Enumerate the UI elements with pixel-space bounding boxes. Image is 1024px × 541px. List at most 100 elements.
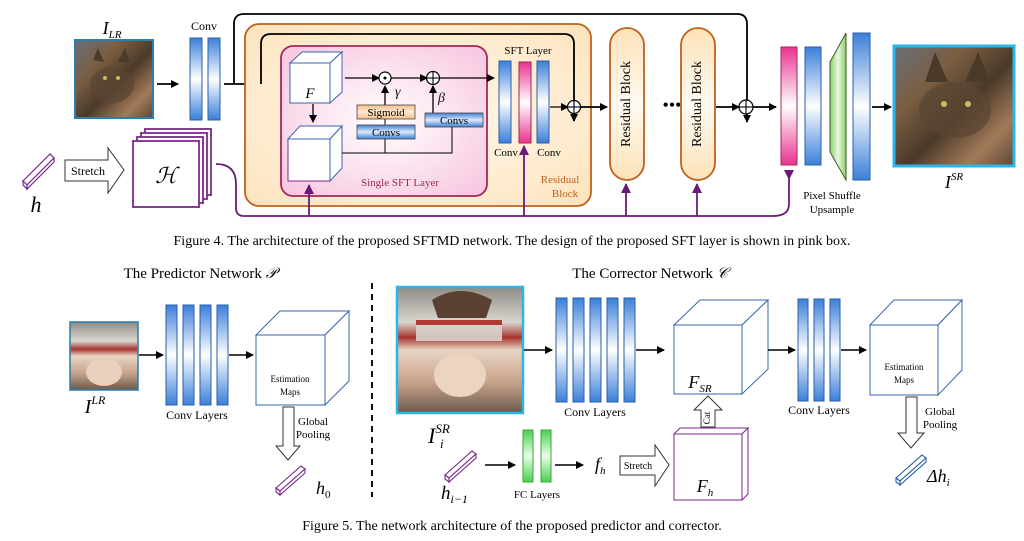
pixel-shuffle-upsample <box>829 32 847 182</box>
multiply-node <box>378 71 392 85</box>
svg-text:Maps: Maps <box>280 387 300 397</box>
residual-block-label: Residual <box>541 174 580 186</box>
conv-layer <box>606 297 619 403</box>
fh-label: fh <box>595 454 606 477</box>
single-sft-layer-label: Single SFT Layer <box>361 177 439 189</box>
global-pooling-label: Global <box>298 416 328 428</box>
conv-layer <box>813 298 825 402</box>
convs-block-gamma <box>356 124 416 140</box>
residual-block-label: Residual Block <box>619 61 634 147</box>
sigmoid-block <box>356 104 416 120</box>
global-skip-connection <box>233 13 751 123</box>
residual-block-label: Residual Block <box>690 61 705 147</box>
cat-arrow: Cat <box>692 395 724 428</box>
fh-cube: Fh <box>672 426 750 502</box>
degradation-vector-h <box>22 153 55 191</box>
input-lr-image <box>74 39 154 119</box>
corrector-input-subscript: i <box>440 436 444 451</box>
fc-layers-label: FC Layers <box>514 489 560 501</box>
global-pooling-label: Pooling <box>923 419 958 431</box>
conv-layer <box>165 304 178 406</box>
figure-4-caption: Figure 4. The architecture of the propos… <box>174 234 851 249</box>
sft-modulation-layer <box>518 61 532 144</box>
predictor-input-label: ILR <box>84 393 106 418</box>
conv-layer <box>852 32 871 181</box>
corrector-input-label: ISR <box>427 421 450 448</box>
residual-block-1 <box>609 27 645 181</box>
output-sr-label: ISR <box>944 171 964 192</box>
h0-label: h0 <box>316 478 331 501</box>
conv-layer <box>623 297 636 403</box>
sft-layer-label: SFT Layer <box>504 45 551 57</box>
global-pooling-label: Pooling <box>296 429 331 441</box>
predictor-input-image <box>69 321 139 391</box>
pixel-shuffle-label: Pixel Shuffle <box>803 190 861 202</box>
upsample-label: Upsample <box>810 204 855 216</box>
stretch-arrow: Stretch <box>64 146 125 195</box>
figure-5-caption: Figure 5. The network architecture of th… <box>302 519 722 534</box>
conv-layer <box>207 37 221 121</box>
residual-block-2 <box>680 27 716 181</box>
corrector-estimation-maps: Estimation Maps <box>868 298 964 397</box>
svg-text:Stretch: Stretch <box>624 461 652 472</box>
conv-layer <box>589 297 602 403</box>
predictor-title: The Predictor Network 𝒫 <box>124 266 281 282</box>
corrector-input-image <box>395 285 525 415</box>
sft-layer-final <box>780 46 798 166</box>
residual-skip-connection <box>260 33 578 122</box>
feature-cube-F: F <box>288 50 344 105</box>
global-pooling-label: Global <box>925 406 955 418</box>
svg-text:F: F <box>304 86 315 102</box>
conv-layer <box>182 304 195 406</box>
condition-line <box>215 163 790 217</box>
sft-conv-layer <box>498 60 512 144</box>
svg-text:Cat: Cat <box>702 411 712 424</box>
residual-block-label: Block <box>552 188 579 200</box>
h-label: h <box>31 192 42 217</box>
convs-block-beta <box>424 112 484 128</box>
svg-text:ℋ: ℋ <box>155 163 180 188</box>
svg-text:Stretch: Stretch <box>71 164 105 178</box>
input-lr-label: ILR <box>102 18 122 41</box>
predictor-estimation-maps: Estimation Maps <box>254 309 351 407</box>
conv-layer <box>189 37 203 121</box>
delta-h-vector <box>895 454 927 487</box>
delta-h-label: Δhi <box>926 466 950 489</box>
connector <box>342 127 453 154</box>
conv-layer <box>572 297 585 403</box>
svg-text:Estimation: Estimation <box>885 362 924 372</box>
conv-layers-label: Conv Layers <box>166 408 228 422</box>
sft-conv-layer <box>536 60 550 144</box>
conv-layer <box>199 304 212 406</box>
conv-layer <box>829 298 841 402</box>
conv-layer <box>804 46 822 166</box>
figure-4: ILR Conv Residual Block Single SFT Layer <box>22 13 1016 249</box>
fc-layer <box>540 429 552 483</box>
svg-text:Estimation: Estimation <box>271 374 310 384</box>
h-prev-label: hi−1 <box>441 483 468 506</box>
add-node <box>738 99 754 115</box>
add-node <box>425 70 441 86</box>
svg-text:Maps: Maps <box>894 375 914 385</box>
stretch-arrow: Stretch <box>619 443 670 488</box>
conv-layer <box>797 298 809 402</box>
h-prev-vector <box>444 450 477 484</box>
svg-text:FSR: FSR <box>687 372 712 395</box>
condition-cube <box>286 124 344 183</box>
condition-arrowhead <box>784 170 794 180</box>
global-pooling-arrow <box>896 396 926 449</box>
conv-layer <box>555 297 568 403</box>
corrector-title: The Corrector Network 𝒞 <box>572 266 732 282</box>
gamma-label: γ <box>395 85 401 100</box>
conv-layers-label: Conv Layers <box>788 403 850 417</box>
conv-label: Conv <box>191 19 217 33</box>
conv-layers-label: Conv Layers <box>564 405 626 419</box>
svg-text:Fh: Fh <box>696 476 714 499</box>
conv-layer <box>216 304 229 406</box>
add-node <box>566 99 582 115</box>
h0-vector <box>275 465 306 497</box>
fsr-cube: FSR <box>672 298 770 396</box>
sigmoid-label: Sigmoid <box>367 107 405 119</box>
output-sr-image <box>892 44 1016 168</box>
